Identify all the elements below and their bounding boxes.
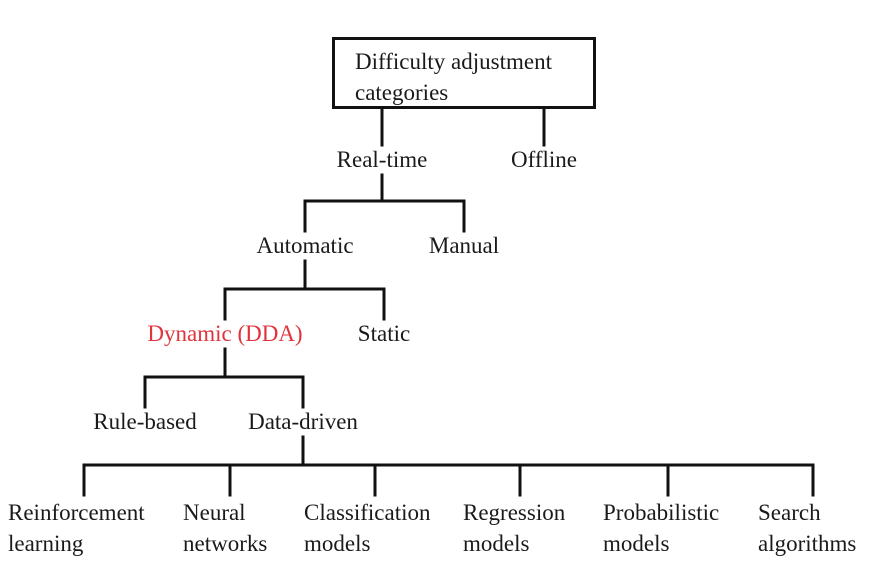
leaf-regression-models: Regression models xyxy=(463,500,566,556)
leaf-neural-networks: Neural networks xyxy=(183,500,268,556)
node-offline: Offline xyxy=(510,147,578,172)
node-automatic: Automatic xyxy=(256,233,354,258)
node-static: Static xyxy=(357,321,411,346)
leaf-classification-models: Classification models xyxy=(304,500,431,556)
leaf-reinforcement-learning: Reinforcement learning xyxy=(8,500,145,556)
node-rule-based: Rule-based xyxy=(93,409,197,434)
node-manual: Manual xyxy=(428,233,500,258)
node-dynamic-dda: Dynamic (DDA) xyxy=(147,321,303,346)
root-node: Difficulty adjustment categories xyxy=(332,37,596,109)
node-realtime: Real-time xyxy=(336,147,428,172)
root-label: Difficulty adjustment categories xyxy=(355,49,552,105)
leaf-search-algorithms: Search algorithms xyxy=(758,500,857,556)
leaf-probabilistic-models: Probabilistic models xyxy=(603,500,720,556)
node-data-driven: Data-driven xyxy=(248,409,358,434)
